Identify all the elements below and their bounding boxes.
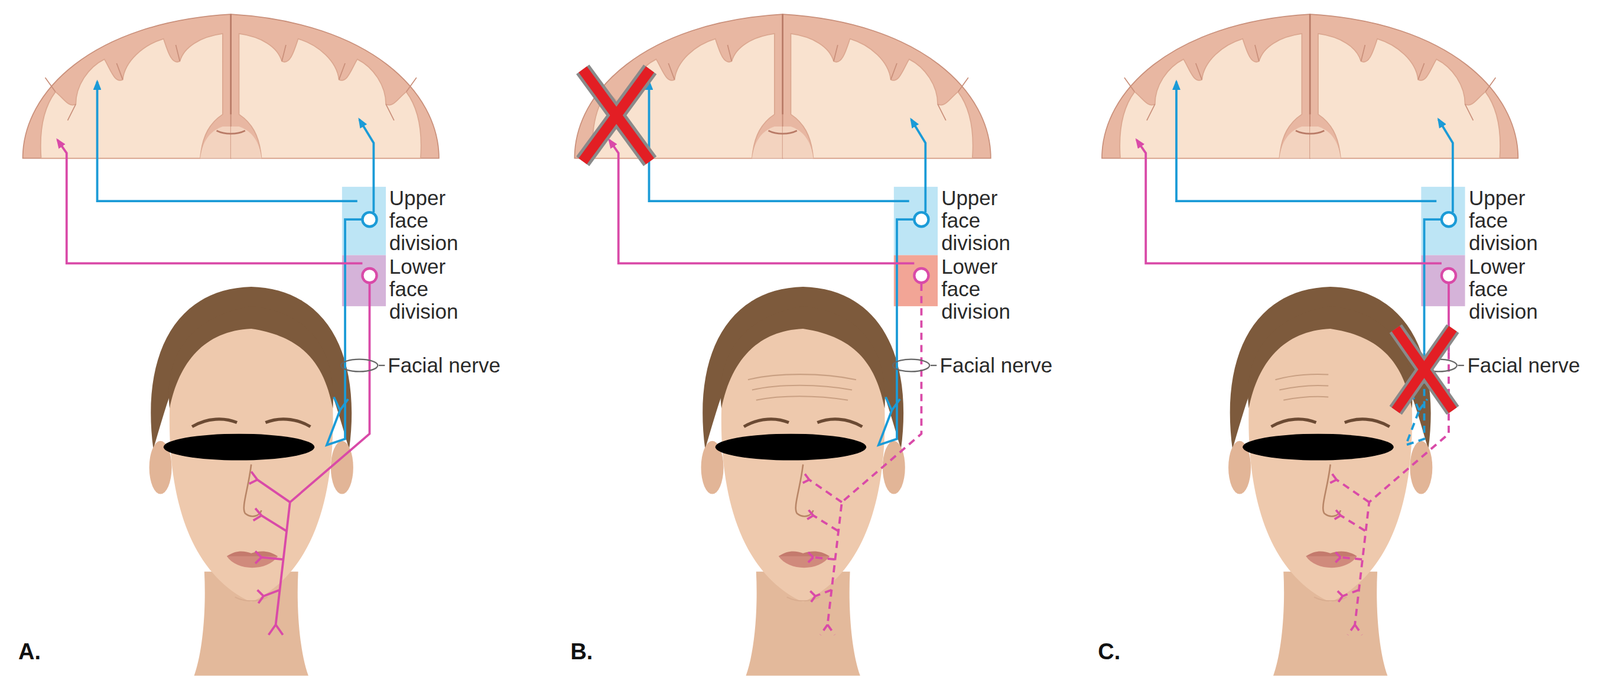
illustration-part bbox=[701, 286, 906, 676]
illustration-part bbox=[1101, 14, 1518, 158]
illustration-part bbox=[1438, 119, 1453, 213]
illustration-part bbox=[342, 186, 386, 256]
illustration-part bbox=[1136, 140, 1442, 264]
panel-a bbox=[23, 14, 439, 676]
nerve-label: Facial nerve bbox=[940, 353, 1053, 377]
illustration-part bbox=[23, 14, 439, 158]
illustration-part bbox=[914, 268, 929, 283]
nucleus-box: Upper face division bbox=[1421, 186, 1552, 256]
illustration-part bbox=[748, 374, 857, 400]
panel-b bbox=[574, 14, 991, 676]
illustration-part bbox=[359, 119, 374, 213]
panel-c bbox=[1101, 14, 1518, 676]
illustration-part bbox=[249, 283, 370, 635]
illustration-part bbox=[149, 286, 354, 676]
illustration-part bbox=[57, 140, 363, 264]
division-label: Upper face division bbox=[389, 186, 473, 255]
panel-letter: A. bbox=[18, 639, 41, 663]
illustration-part bbox=[362, 212, 377, 227]
division-label: Lower face division bbox=[941, 255, 1024, 323]
illustration-part bbox=[582, 69, 650, 161]
illustration-part bbox=[914, 212, 929, 227]
illustration-part bbox=[1395, 328, 1453, 411]
panel-letter: C. bbox=[1097, 639, 1121, 663]
nerve-label: Facial nerve bbox=[387, 353, 501, 377]
division-label: Lower face division bbox=[1468, 255, 1552, 323]
illustration-part bbox=[1441, 212, 1456, 227]
illustration-part bbox=[1176, 81, 1437, 201]
panel-letter: B. bbox=[570, 639, 593, 663]
illustration-part bbox=[1424, 219, 1442, 352]
illustration-part bbox=[893, 186, 938, 256]
lesion-mark bbox=[1395, 328, 1453, 411]
nucleus-box: Upper face division bbox=[342, 186, 473, 256]
illustration-part bbox=[609, 140, 915, 264]
nucleus-box: Lower face division bbox=[342, 255, 473, 324]
illustration-part bbox=[892, 359, 937, 372]
illustration-part bbox=[801, 283, 922, 635]
illustration-part bbox=[1441, 268, 1456, 283]
division-label: Upper face division bbox=[941, 186, 1024, 255]
illustration-part bbox=[1275, 374, 1329, 400]
division-label: Lower face division bbox=[389, 255, 473, 323]
nucleus-box: Upper face division bbox=[893, 186, 1024, 256]
illustration-part bbox=[362, 268, 377, 283]
illustration-part bbox=[649, 81, 910, 201]
nucleus-box: Lower face division bbox=[893, 255, 1024, 324]
illustration-part bbox=[1328, 352, 1449, 635]
division-label: Upper face division bbox=[1468, 186, 1552, 255]
nerve-label: Facial nerve bbox=[1467, 353, 1580, 377]
illustration-part bbox=[582, 69, 650, 161]
nucleus-box: Lower face division bbox=[1421, 255, 1552, 324]
illustration-part bbox=[97, 81, 358, 201]
illustration-part bbox=[1395, 328, 1453, 411]
illustration-part bbox=[1420, 186, 1465, 256]
illustration-part bbox=[340, 359, 385, 372]
illustration-part bbox=[878, 219, 915, 445]
lesion-mark bbox=[582, 69, 650, 161]
illustration-part bbox=[326, 219, 363, 445]
illustration-part bbox=[911, 119, 926, 213]
